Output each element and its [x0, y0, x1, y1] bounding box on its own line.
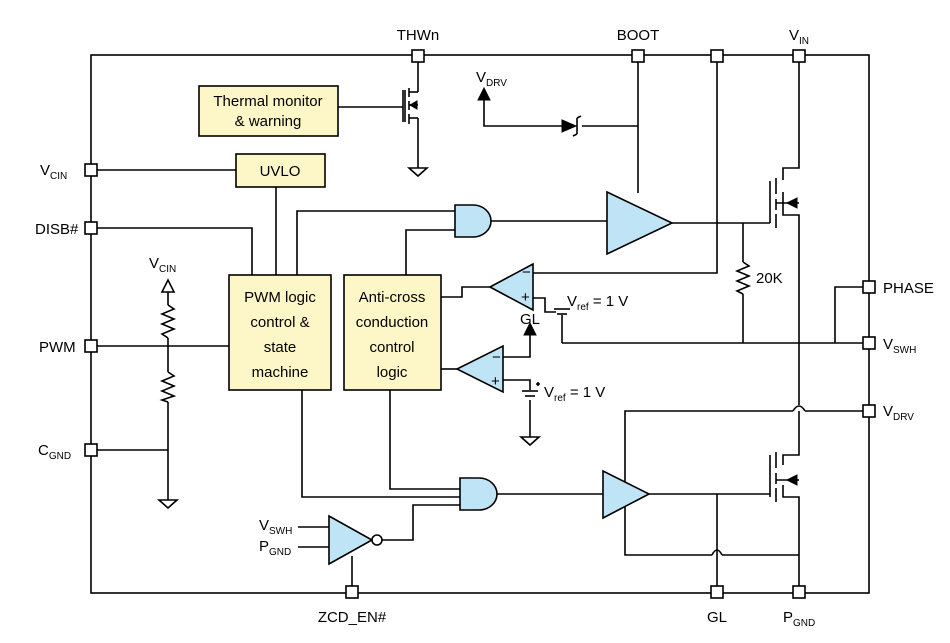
wire-crossovers: [711, 405, 806, 556]
anti-line-1: Anti-cross: [359, 289, 426, 306]
label-gl-internal: GL: [520, 311, 540, 328]
pin-vswh: [862, 336, 876, 350]
label-zcd: ZCD_EN#: [318, 609, 387, 626]
high-side-driver: [606, 190, 674, 256]
label-cgnd: CGND: [38, 442, 71, 462]
pin-gl: [710, 585, 724, 599]
label-vin: VIN: [789, 27, 809, 47]
and-gate-low: [459, 477, 498, 511]
label-pwm: PWM: [39, 339, 76, 356]
resistor-top-divider: [159, 304, 177, 339]
label-vcin: VCIN: [40, 162, 67, 182]
anti-line-3: control: [369, 339, 414, 356]
label-vref-2: Vref = 1 V: [544, 384, 605, 404]
anti-line-4: logic: [377, 364, 408, 381]
pin-vin: [792, 49, 806, 63]
gl-arrow: [523, 321, 537, 336]
comparator-1: − +: [488, 262, 534, 312]
label-disb: DISB#: [35, 221, 79, 238]
label-20k: 20K: [756, 270, 783, 287]
pin-vcin: [84, 163, 98, 177]
vdrv-top-arrow: [477, 86, 491, 101]
pin-pgnd: [792, 585, 806, 599]
low-side-driver: [602, 469, 651, 520]
pin-zcd: [345, 585, 359, 599]
pin-phase: [862, 280, 876, 294]
and-gate-high: [454, 204, 492, 238]
pwm-logic-block: PWM logic control & state machine: [228, 274, 332, 391]
comparator-1-minus: −: [522, 264, 531, 281]
anti-cross-block: Anti-cross conduction control logic: [343, 274, 442, 391]
label-thwn: THWn: [397, 27, 440, 44]
pin-vdrv: [862, 404, 876, 418]
label-vswh-input: VSWH: [259, 517, 292, 537]
chip-outline: [90, 54, 870, 594]
pwm-line-1: PWM logic: [244, 289, 316, 306]
comparator-2: − +: [455, 344, 504, 394]
wires: [94, 58, 866, 593]
label-boot: BOOT: [617, 27, 660, 44]
label-gl: GL: [707, 609, 727, 626]
pin-boot: [631, 49, 645, 63]
label-pgnd: PGND: [783, 609, 815, 629]
uvlo-block: UVLO: [235, 153, 326, 188]
resistor-20k: [734, 261, 752, 295]
zcd-inverter: [328, 514, 383, 566]
thwn-mosfet: [402, 88, 418, 124]
thermal-monitor-block: Thermal monitor & warning: [198, 85, 339, 137]
pin-thwn: [411, 49, 425, 63]
pwm-line-2: control &: [250, 314, 309, 331]
pin-pwm: [84, 339, 98, 353]
label-vcin-internal: VCIN: [149, 255, 176, 275]
vref-battery-2: [522, 382, 540, 397]
label-phase: PHASE: [883, 280, 934, 297]
uvlo-label: UVLO: [260, 163, 301, 180]
boot-diode: [561, 115, 582, 137]
pwm-line-4: machine: [252, 364, 309, 381]
high-side-mosfet: [769, 178, 799, 228]
label-pgnd-input: PGND: [259, 538, 291, 558]
label-vdrv-internal: VDRV: [476, 69, 507, 89]
resistor-bottom-divider: [159, 371, 177, 403]
thermal-line-2: & warning: [235, 113, 302, 130]
label-vdrv: VDRV: [883, 403, 914, 423]
pin-disb: [84, 221, 98, 235]
thermal-line-1: Thermal monitor: [213, 93, 322, 110]
vref-battery-1: [554, 308, 570, 315]
pwm-line-3: state: [264, 339, 297, 356]
comparator-2-minus: −: [492, 349, 501, 366]
label-vswh: VSWH: [883, 336, 916, 356]
low-side-mosfet: [769, 452, 799, 502]
pins: [84, 49, 876, 599]
pin-boot-adjacent: [710, 49, 724, 63]
label-vref-1: Vref = 1 V: [567, 293, 628, 313]
comparator-1-plus: +: [521, 289, 530, 306]
pin-cgnd: [84, 443, 98, 457]
comparator-2-plus: +: [491, 373, 500, 390]
anti-line-2: conduction: [356, 314, 429, 331]
vcin-arrow: [160, 278, 176, 293]
